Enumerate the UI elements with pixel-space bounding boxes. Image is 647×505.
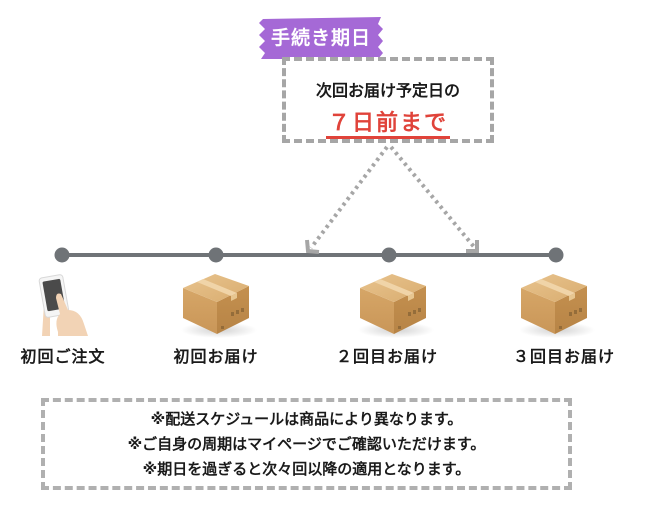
smartphone-hand-icon xyxy=(38,274,88,336)
timeline-node-4 xyxy=(548,247,564,263)
step-label-second-delivery: ２回目お届け xyxy=(335,347,438,366)
deadline-highlight-text: ７日前まで xyxy=(325,111,450,139)
arrow-head-left-icon xyxy=(305,239,320,254)
arrow-head-right-icon xyxy=(466,240,479,253)
timeline-node-1 xyxy=(54,247,70,263)
deadline-tag: 手続き期日 xyxy=(257,17,385,59)
dotted-arrow-left xyxy=(309,145,389,250)
tape-label-shape xyxy=(259,17,383,59)
step-label-first-delivery: 初回お届け xyxy=(173,347,259,366)
dotted-arrow-right xyxy=(389,145,477,250)
cardboard-box-icon xyxy=(181,274,257,338)
note-line: ※ご自身の周期はマイページでご確認いただけます。 xyxy=(127,435,486,453)
cardboard-box-icon xyxy=(358,274,434,338)
notes-box: ※配送スケジュールは商品により異なります。 ※ご自身の周期はマイページでご確認い… xyxy=(41,398,572,490)
deadline-box: 次回お届け予定日の ７日前まで xyxy=(282,57,494,143)
timeline-node-3 xyxy=(381,247,397,263)
step-label-third-delivery: ３回目お届け xyxy=(512,347,615,366)
cardboard-box-icon xyxy=(519,274,595,338)
tag-label: 手続き期日 xyxy=(270,27,371,49)
note-line: ※期日を過ぎると次々回以降の適用となります。 xyxy=(142,460,471,478)
deadline-highlight: ７日前まで xyxy=(286,105,490,139)
timeline-node-2 xyxy=(208,247,224,263)
deadline-description: 次回お届け予定日の xyxy=(315,81,460,100)
note-line: ※配送スケジュールは商品により異なります。 xyxy=(150,410,463,428)
step-label-first-order: 初回ご注文 xyxy=(20,347,106,366)
